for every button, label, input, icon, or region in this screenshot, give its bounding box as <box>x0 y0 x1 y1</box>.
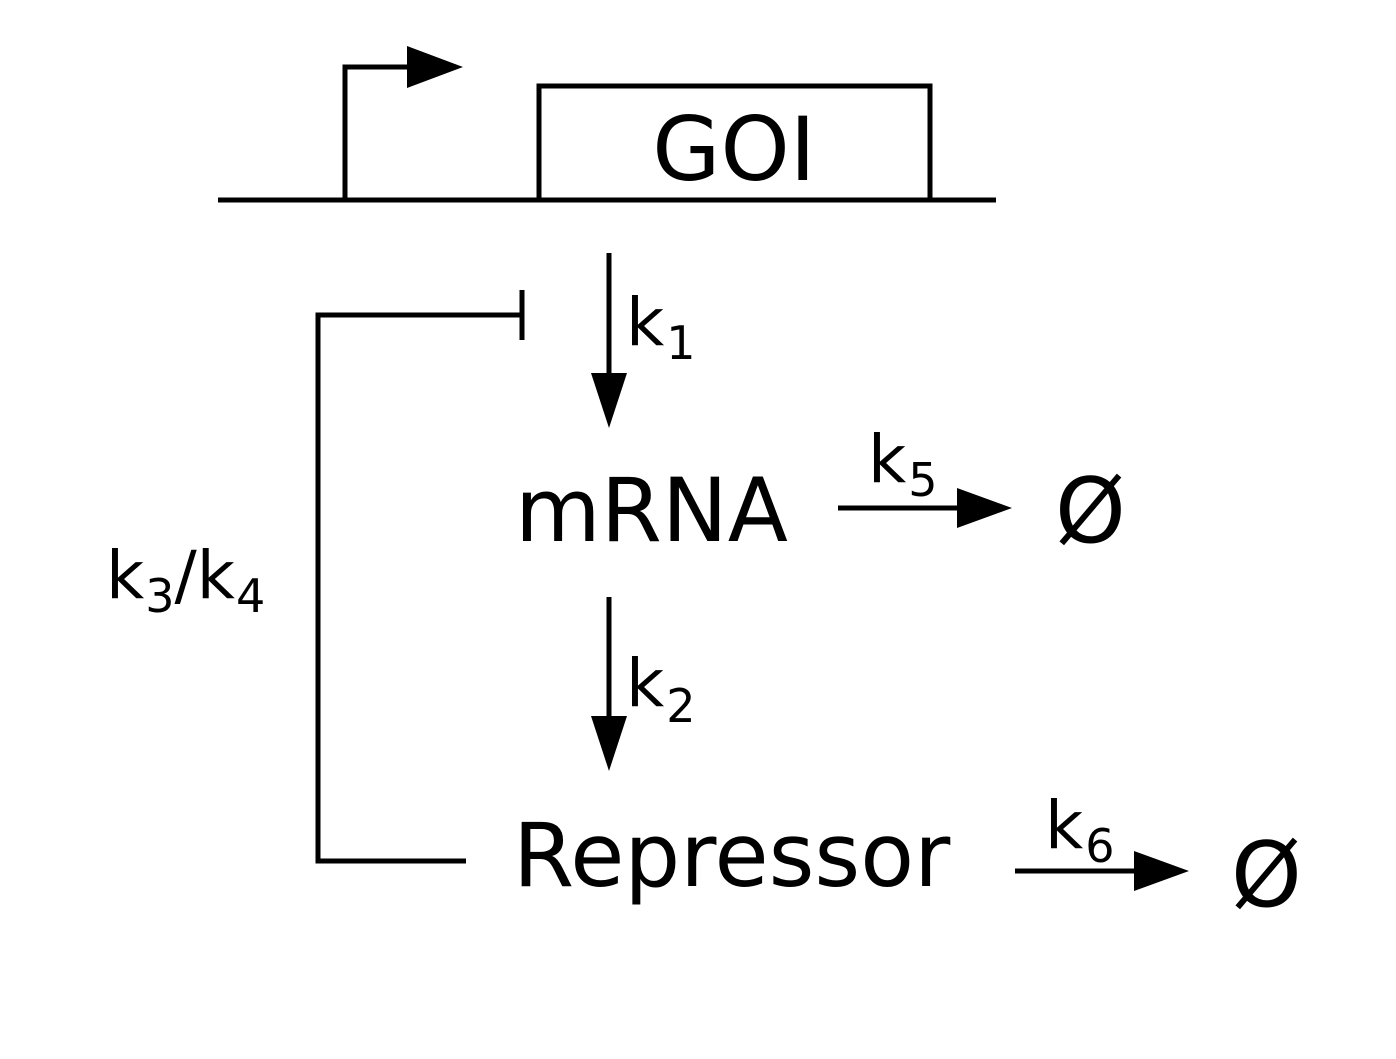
k5-base: k <box>868 421 907 498</box>
mrna-label: mRNA <box>515 459 788 562</box>
k5-sub: 5 <box>908 453 937 507</box>
k1-label: k1 <box>626 284 696 370</box>
goi-label: GOI <box>652 98 815 201</box>
k6-label: k6 <box>1045 787 1115 873</box>
k2-base: k <box>626 645 665 722</box>
goi-box <box>536 83 933 203</box>
k1-base: k <box>626 284 665 361</box>
transcription-arrow-icon <box>591 253 627 428</box>
k3-sub: 3 <box>145 569 174 623</box>
k3-base: k <box>106 537 145 614</box>
k4-sub: 4 <box>236 569 265 623</box>
k6-sub: 6 <box>1085 819 1114 873</box>
k5-label: k5 <box>868 421 938 507</box>
repressor-degradation-arrow-icon <box>1015 851 1189 891</box>
k6-base: k <box>1045 787 1084 864</box>
k2-label: k2 <box>626 645 696 733</box>
k3-k4-separator: / <box>175 537 198 614</box>
mrna-degradation-arrow-icon <box>838 488 1012 528</box>
translation-arrow-icon <box>591 597 627 771</box>
repressor-null-symbol: Ø <box>1231 823 1302 928</box>
k2-sub: 2 <box>666 679 695 733</box>
k4-base: k <box>197 537 236 614</box>
repression-feedback-icon <box>315 290 525 864</box>
promoter-arrow-icon <box>342 46 463 200</box>
mrna-null-symbol: Ø <box>1055 459 1126 564</box>
k3-k4-label: k3/k4 <box>106 537 265 623</box>
k1-sub: 1 <box>666 316 695 370</box>
repressor-label: Repressor <box>513 804 951 907</box>
